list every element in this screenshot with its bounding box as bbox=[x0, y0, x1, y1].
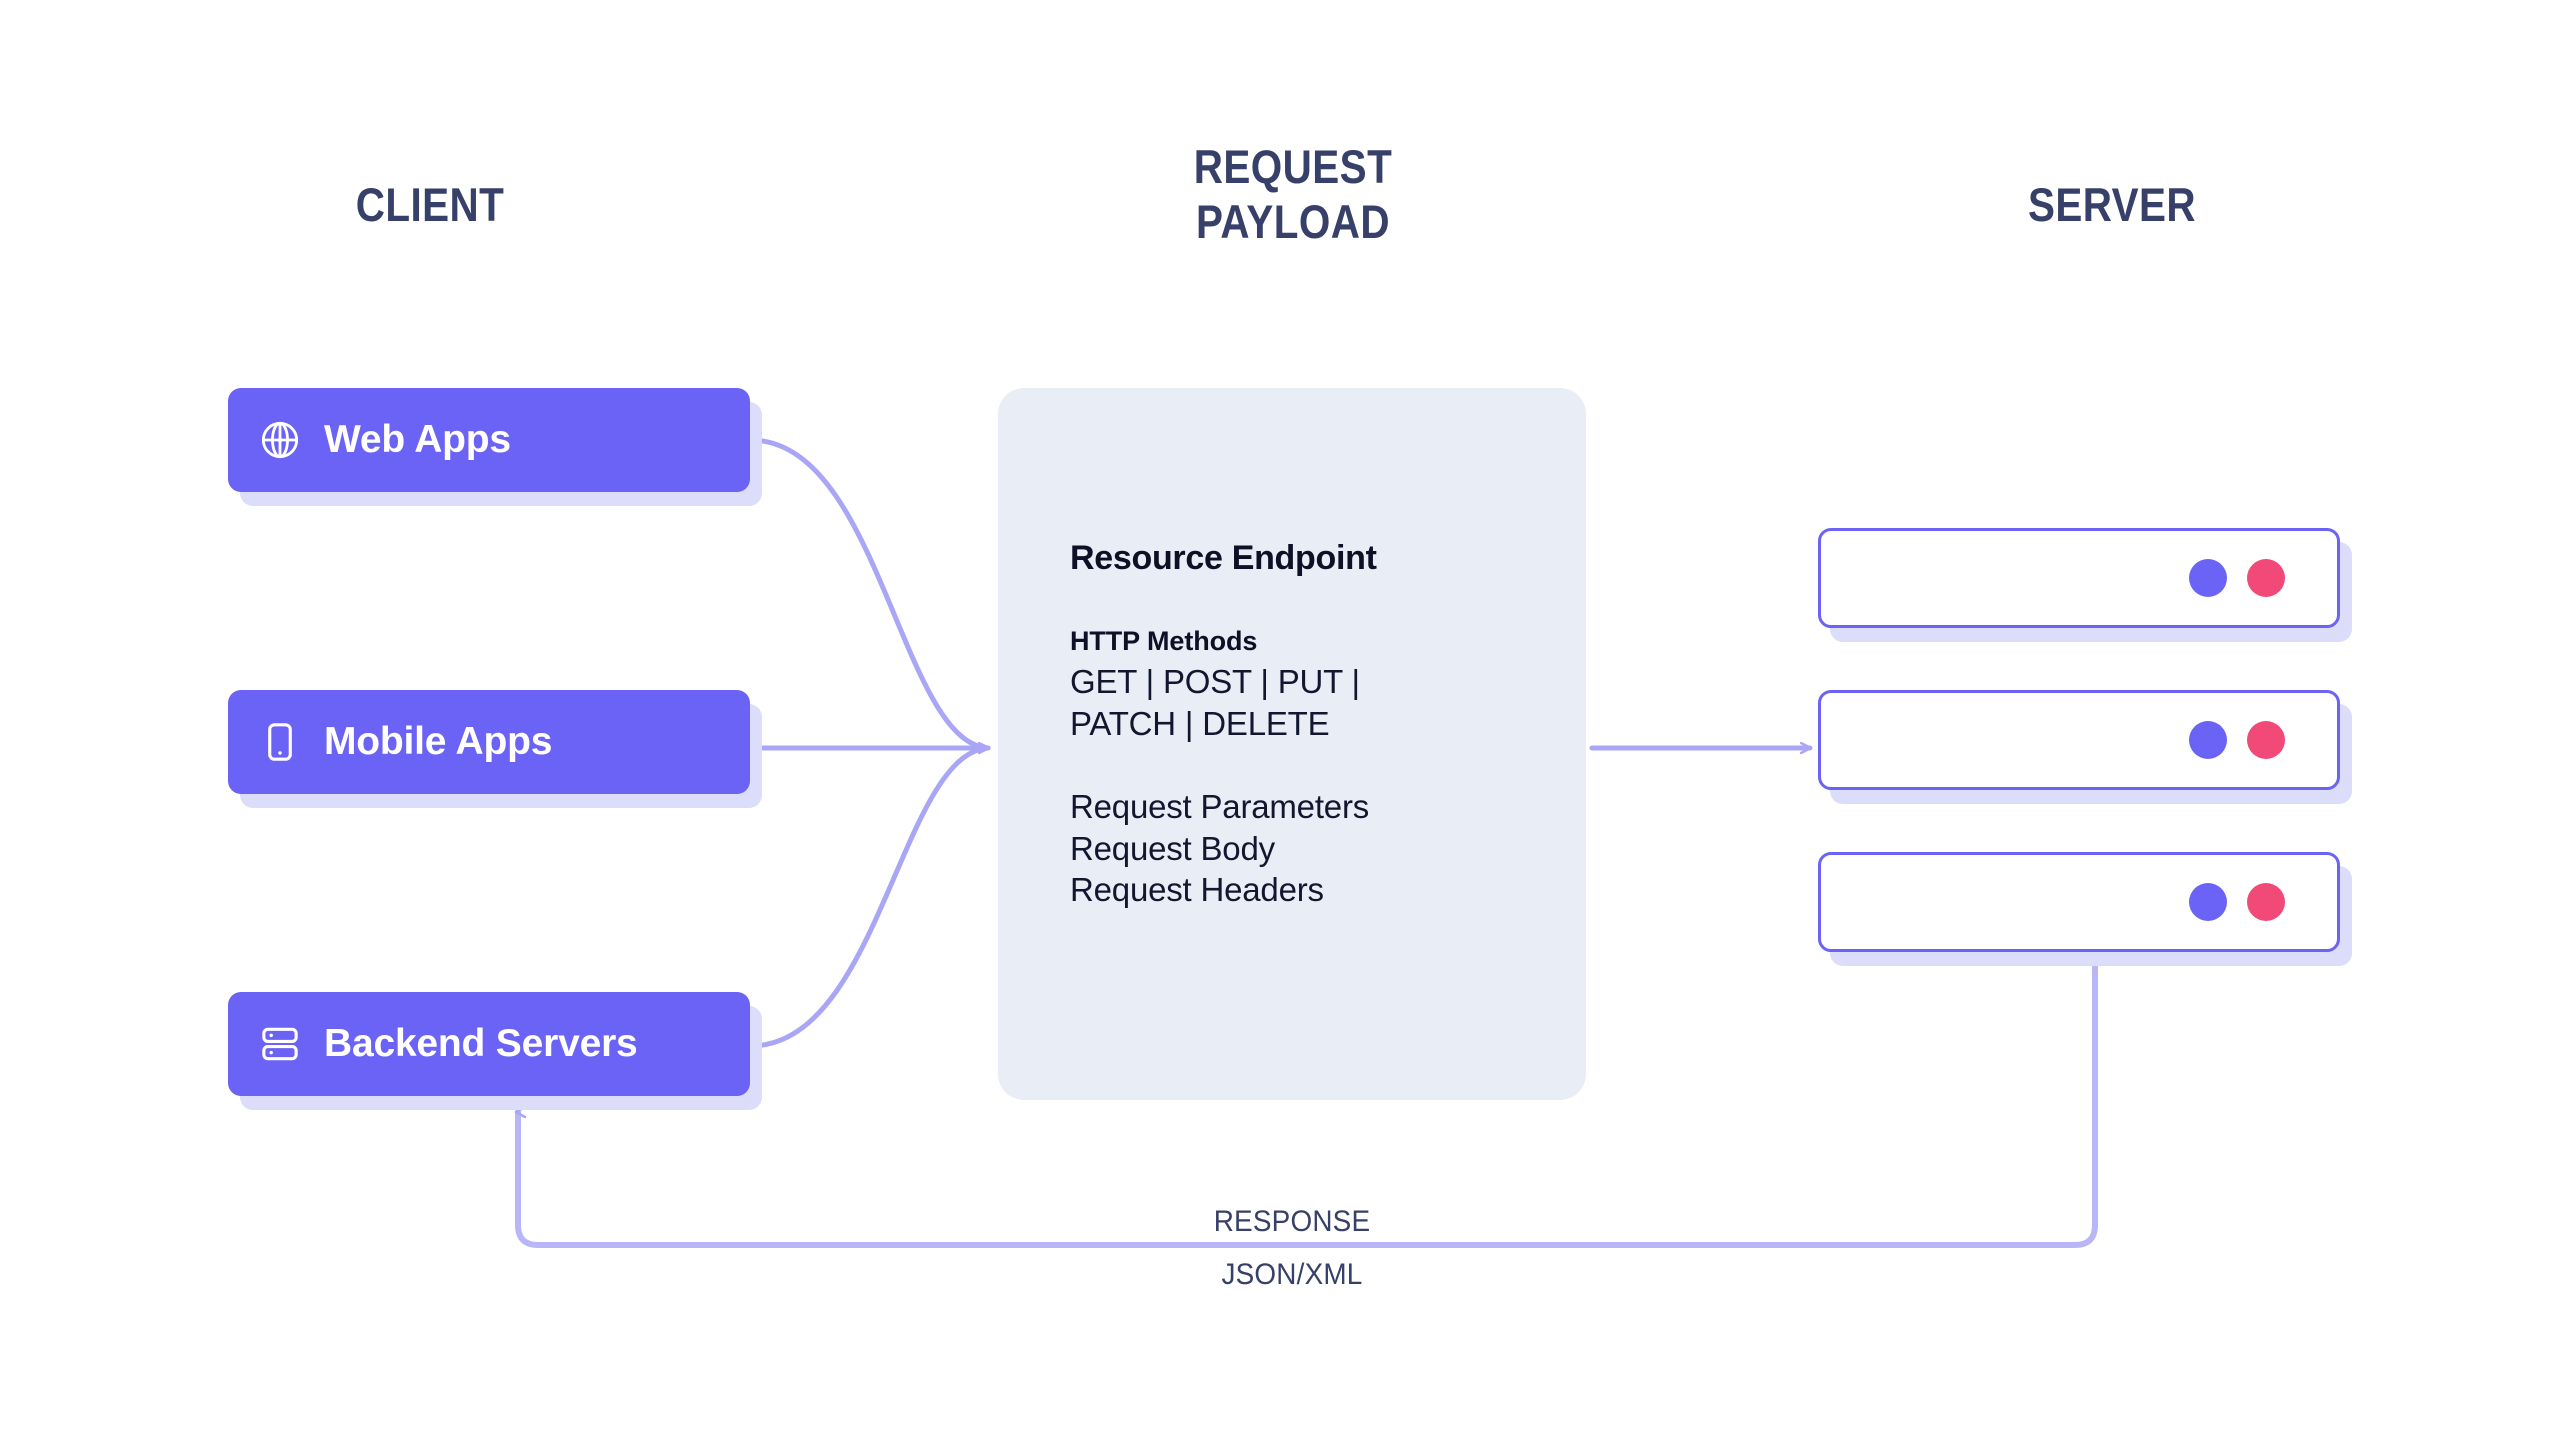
payload-http-methods-line-2: PATCH | DELETE bbox=[1070, 704, 1330, 742]
request-payload-content: Resource Endpoint HTTP Methods GET | POS… bbox=[1070, 539, 1540, 911]
status-dot-purple bbox=[2189, 721, 2227, 759]
payload-request-parameters: Request Parameters bbox=[1070, 788, 1370, 826]
server-status-dots bbox=[2189, 559, 2285, 597]
payload-title: Resource Endpoint bbox=[1070, 539, 1377, 577]
client-card-label: Web Apps bbox=[324, 418, 511, 461]
server-status-dots bbox=[2189, 721, 2285, 759]
server-node-3[interactable] bbox=[1818, 852, 2340, 952]
response-label: RESPONSE bbox=[1213, 1205, 1371, 1238]
response-format-label: JSON/XML bbox=[1221, 1258, 1363, 1291]
client-card-web-apps[interactable]: Web Apps bbox=[228, 388, 750, 492]
connector-backend-to-payload bbox=[747, 745, 991, 1049]
status-dot-pink bbox=[2247, 559, 2285, 597]
server-node-2[interactable] bbox=[1818, 690, 2340, 790]
status-dot-pink bbox=[2247, 883, 2285, 921]
request-payload-panel: Resource Endpoint HTTP Methods GET | POS… bbox=[998, 388, 1586, 1100]
globe-icon bbox=[258, 418, 302, 462]
column-heading-server: SERVER bbox=[2027, 178, 2197, 231]
mobile-phone-icon bbox=[258, 720, 302, 764]
payload-spacer bbox=[1070, 744, 1540, 786]
client-card-label: Mobile Apps bbox=[324, 720, 553, 763]
payload-http-methods-label: HTTP Methods bbox=[1070, 626, 1258, 657]
payload-request-headers: Request Headers bbox=[1070, 871, 1324, 909]
column-heading-client: CLIENT bbox=[355, 178, 505, 231]
payload-request-body: Request Body bbox=[1070, 829, 1275, 867]
status-dot-purple bbox=[2189, 883, 2227, 921]
client-card-mobile-apps[interactable]: Mobile Apps bbox=[228, 690, 750, 794]
payload-http-methods-line-1: GET | POST | PUT | bbox=[1070, 663, 1360, 701]
status-dot-pink bbox=[2247, 721, 2285, 759]
server-node-1[interactable] bbox=[1818, 528, 2340, 628]
client-card-backend-servers[interactable]: Backend Servers bbox=[228, 992, 750, 1096]
connector-webapps-to-payload bbox=[747, 437, 991, 751]
server-status-dots bbox=[2189, 883, 2285, 921]
client-card-label: Backend Servers bbox=[324, 1022, 638, 1065]
column-heading-request-payload: REQUEST PAYLOAD bbox=[1193, 140, 1393, 248]
status-dot-purple bbox=[2189, 559, 2227, 597]
server-rack-icon bbox=[258, 1022, 302, 1066]
